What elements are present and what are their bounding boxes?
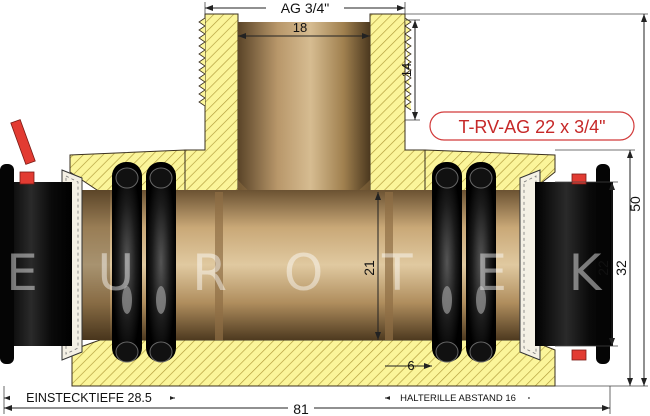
thread-bore-value: 18 bbox=[293, 20, 307, 35]
watermark-letter: R bbox=[192, 244, 227, 302]
o-ring-section bbox=[149, 341, 173, 363]
o-ring-section bbox=[435, 167, 459, 189]
o-rings-right bbox=[432, 162, 496, 363]
total-length-value: 81 bbox=[293, 401, 309, 416]
body-section bbox=[69, 13, 556, 387]
o-ring-section bbox=[469, 167, 493, 189]
o-ring-highlight bbox=[476, 286, 486, 314]
socket-od-value: 32 bbox=[613, 260, 629, 276]
o-ring-section bbox=[115, 341, 139, 363]
pipe-left bbox=[4, 182, 72, 346]
center-step-left bbox=[215, 192, 223, 340]
watermark-letter: O bbox=[284, 244, 323, 302]
red-marker-left bbox=[10, 119, 36, 185]
o-ring bbox=[112, 162, 142, 362]
clip-distance-label: HALTERILLE ABSTAND 16 bbox=[400, 393, 516, 404]
watermark-letter: E bbox=[6, 244, 38, 302]
watermark-letter: U bbox=[98, 244, 135, 302]
red-marker-right-top bbox=[571, 173, 587, 185]
watermark-letter: E bbox=[475, 244, 507, 302]
outlet-wall-right bbox=[369, 13, 426, 193]
center-step-right bbox=[385, 192, 393, 340]
o-ring bbox=[146, 162, 176, 362]
o-ring bbox=[432, 162, 462, 362]
o-ring bbox=[466, 162, 496, 362]
insertion-depth-label: EINSTECKTIEFE 28.5 bbox=[26, 391, 152, 405]
o-ring-highlight bbox=[122, 286, 132, 314]
thread-label: AG 3/4" bbox=[281, 0, 330, 16]
red-marker-right-bottom bbox=[571, 349, 587, 361]
o-ring-section bbox=[115, 167, 139, 189]
o-ring-section bbox=[435, 341, 459, 363]
o-ring-highlight bbox=[442, 286, 452, 314]
inner-bore-value: 21 bbox=[361, 260, 377, 276]
total-height-value: 50 bbox=[627, 196, 643, 212]
pipe-od-value: 22 bbox=[595, 260, 611, 276]
watermark-letter: T bbox=[381, 244, 413, 302]
pipe-right-cap bbox=[596, 164, 610, 364]
clip-width-value: 6 bbox=[407, 358, 414, 373]
pipe-left-cap bbox=[0, 164, 14, 364]
thread-length-value: 14 bbox=[399, 63, 414, 77]
outlet-thread-left bbox=[198, 17, 206, 107]
o-ring-section bbox=[149, 167, 173, 189]
outlet-thread-right bbox=[404, 17, 412, 111]
outlet-wall-left bbox=[184, 13, 239, 193]
o-rings-left bbox=[112, 162, 176, 363]
o-ring-highlight bbox=[156, 286, 166, 314]
product-label: T-RV-AG 22 x 3/4" bbox=[458, 117, 605, 137]
o-ring-section bbox=[469, 341, 493, 363]
product-label-box: T-RV-AG 22 x 3/4" bbox=[429, 111, 635, 141]
outlet-bore bbox=[238, 22, 370, 192]
watermark-letter: K bbox=[569, 244, 603, 302]
